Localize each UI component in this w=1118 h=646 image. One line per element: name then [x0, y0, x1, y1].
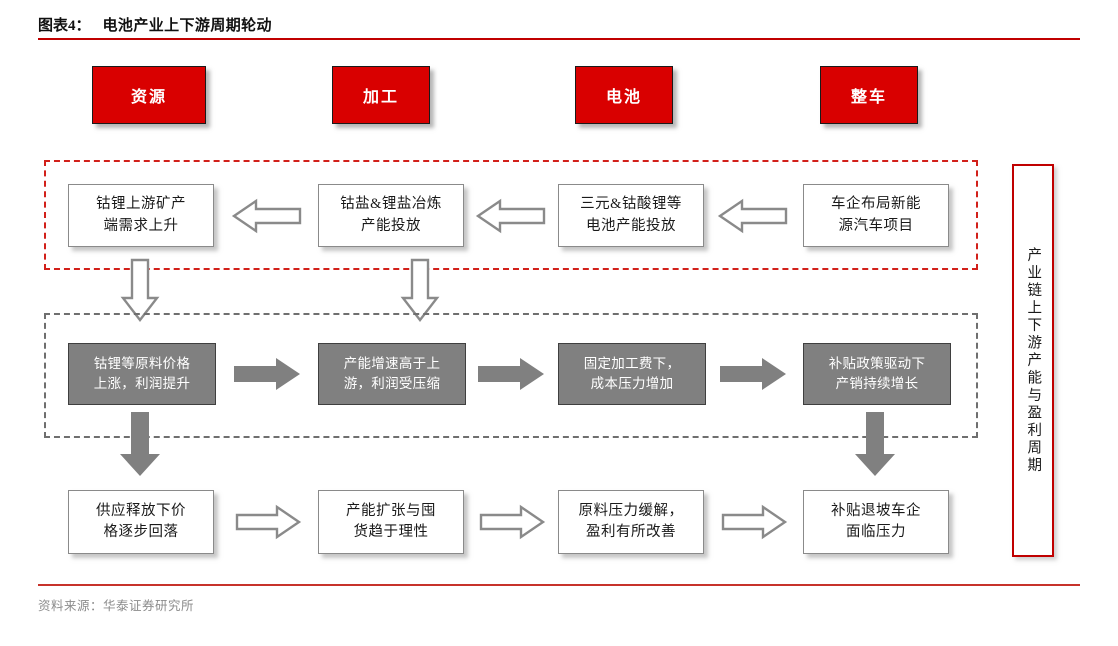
row2-box-4-line1: 补贴政策驱动下: [828, 356, 926, 372]
row2-box-1-line1: 钴锂等原料价格: [93, 356, 191, 372]
row2-profit-cycle-container: [44, 313, 978, 438]
row2-arrow-right-2: [478, 357, 546, 391]
row3-box-2-line2: 货趋于理性: [353, 524, 429, 540]
source-note: 资料来源：华泰证券研究所: [38, 599, 195, 613]
row1-box-4-line2: 源汽车项目: [838, 217, 914, 234]
row2-box-1-line2: 上涨，利润提升: [93, 376, 191, 391]
row1-box-1: 钴锂上游矿产 端需求上升: [68, 184, 214, 247]
stage-header-processing-label: 加工: [362, 89, 399, 106]
row1-box-2-line2: 产能投放: [361, 217, 421, 234]
row3-box-4-line1: 补贴退坡车企: [831, 502, 921, 519]
row2-box-2-line2: 游，利润受压缩: [343, 376, 441, 391]
row3-box-4: 补贴退坡车企 面临压力: [803, 490, 949, 554]
row3-box-1-line1: 供应释放下价: [96, 502, 186, 519]
footer-divider: [38, 584, 1080, 586]
title-divider: [38, 38, 1080, 40]
row3-box-3-line2: 盈利有所改善: [586, 524, 676, 540]
row2-box-4: 补贴政策驱动下 产销持续增长: [803, 343, 951, 405]
row3-box-3: 原料压力缓解， 盈利有所改善: [558, 490, 704, 554]
row1-box-1-line2: 端需求上升: [103, 217, 179, 234]
stage-header-resource-label: 资源: [130, 89, 167, 106]
side-label-box: 产业链上下游产能与盈利周期: [1012, 164, 1054, 557]
stage-header-vehicle-label: 整车: [850, 89, 887, 106]
figure-label: 图表4：: [38, 18, 91, 34]
row3-box-1-line2: 格逐步回落: [103, 524, 179, 540]
stage-header-processing: 加工: [332, 66, 430, 124]
figure-title-text: 电池产业上下游周期轮动: [102, 18, 272, 34]
row1-arrow-left-1: [231, 198, 302, 234]
row1-box-3-line2: 电池产能投放: [586, 217, 676, 234]
row1-to-row2-arrow-2: [398, 258, 442, 322]
row1-to-row2-arrow-1: [118, 258, 162, 322]
stage-header-battery: 电池: [575, 66, 673, 124]
row3-arrow-right-2: [479, 504, 546, 540]
row1-box-2-line1: 钴盐&锂盐冶炼: [340, 196, 442, 213]
row1-arrow-left-2: [475, 198, 546, 234]
row1-arrow-left-3: [717, 198, 788, 234]
row1-box-1-line1: 钴锂上游矿产: [96, 196, 186, 213]
row1-box-4: 车企布局新能 源汽车项目: [803, 184, 949, 247]
stage-header-vehicle: 整车: [820, 66, 918, 124]
row2-to-row3-arrow-1: [118, 412, 162, 478]
row2-box-3-line2: 成本压力增加: [590, 376, 674, 391]
row3-arrow-right-1: [235, 504, 302, 540]
row2-box-4-line2: 产销持续增长: [835, 376, 919, 391]
row3-box-3-line1: 原料压力缓解，: [578, 502, 684, 519]
row2-arrow-right-1: [234, 357, 302, 391]
row2-box-2-line1: 产能增速高于上: [343, 356, 441, 372]
row2-arrow-right-3: [720, 357, 788, 391]
row1-box-3: 三元&钴酸锂等 电池产能投放: [558, 184, 704, 247]
row2-box-3-line1: 固定加工费下，: [583, 356, 681, 372]
row3-arrow-right-3: [721, 504, 788, 540]
row2-box-2: 产能增速高于上 游，利润受压缩: [318, 343, 466, 405]
stage-header-resource: 资源: [92, 66, 206, 124]
side-label-text: 产业链上下游产能与盈利周期: [1025, 246, 1042, 475]
row3-box-1: 供应释放下价 格逐步回落: [68, 490, 214, 554]
row3-box-2: 产能扩张与囤 货趋于理性: [318, 490, 464, 554]
row1-box-2: 钴盐&锂盐冶炼 产能投放: [318, 184, 464, 247]
row3-box-4-line2: 面临压力: [846, 524, 906, 540]
page-title: 图表4： 电池产业上下游周期轮动: [38, 14, 272, 35]
row1-box-4-line1: 车企布局新能: [831, 196, 921, 213]
row1-box-3-line1: 三元&钴酸锂等: [580, 196, 682, 213]
row1-capacity-cycle-container: [44, 160, 978, 270]
row2-to-row3-arrow-2: [853, 412, 897, 478]
row2-box-1: 钴锂等原料价格 上涨，利润提升: [68, 343, 216, 405]
stage-header-battery-label: 电池: [605, 89, 642, 106]
row2-box-3: 固定加工费下， 成本压力增加: [558, 343, 706, 405]
row3-box-2-line1: 产能扩张与囤: [346, 502, 436, 519]
